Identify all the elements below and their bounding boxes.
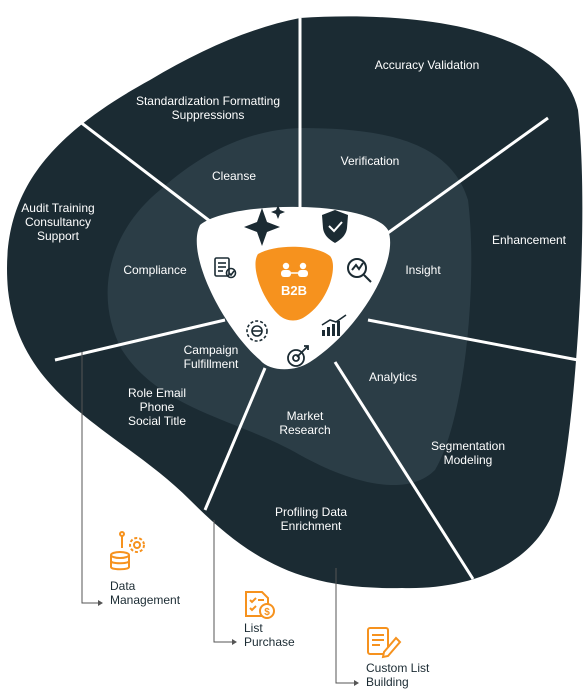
label-line: Modeling [444, 453, 493, 467]
label-line: Campaign [184, 343, 239, 357]
target-arrow-icon [287, 345, 309, 367]
inner-label-verification: Verification [341, 154, 400, 168]
label-line: Purchase [244, 635, 295, 649]
sparkle-icon [244, 205, 285, 246]
b2b-badge [255, 246, 333, 321]
label-line: Accuracy Validation [375, 58, 480, 72]
people-network-icon [281, 262, 308, 277]
checklist-dollar-icon: $ [245, 591, 275, 619]
label-line: Custom List [366, 661, 430, 675]
inner-label-insight: Insight [405, 263, 441, 277]
label-line: Data [110, 579, 136, 593]
label-line: Social Title [128, 414, 186, 428]
label-line: Analytics [369, 370, 417, 384]
label-line: Enrichment [281, 519, 342, 533]
outer-label-accuracy: Accuracy Validation [375, 58, 480, 72]
label-line: Audit Training [21, 201, 94, 215]
label-line: Building [366, 675, 409, 689]
gears-database-icon [110, 531, 145, 571]
magnifier-chart-icon [347, 258, 372, 283]
label-line: Market [287, 409, 324, 423]
checklist-document-icon [214, 257, 237, 279]
svg-text:$: $ [264, 607, 270, 618]
label-line: Compliance [123, 263, 187, 277]
label-line: Profiling Data [275, 505, 347, 519]
label-line: Support [37, 229, 80, 243]
inner-label-analytics: Analytics [369, 370, 417, 384]
inner-label-compliance: Compliance [123, 263, 187, 277]
callout-connectors [81, 352, 354, 684]
label-line: Consultancy [25, 215, 91, 229]
label-line: Enhancement [492, 233, 567, 247]
bar-chart-icon [321, 314, 347, 336]
label-line: Fulfillment [184, 357, 239, 371]
inner-label-cleanse: Cleanse [212, 169, 256, 183]
label-line: Insight [405, 263, 441, 277]
shield-check-icon [322, 210, 348, 243]
settings-globe-icon [246, 320, 268, 342]
label-line: Segmentation [431, 439, 505, 453]
label-line: Management [110, 593, 181, 607]
label-line: Research [279, 423, 330, 437]
label-line: Suppressions [172, 108, 245, 122]
segment-dividers [54, 18, 579, 580]
label-line: Cleanse [212, 169, 256, 183]
document-pencil-icon [367, 627, 402, 659]
label-line: List [244, 621, 263, 635]
label-line: Verification [341, 154, 400, 168]
outer-label-enhancement: Enhancement [492, 233, 567, 247]
label-line: Standardization Formatting [136, 94, 280, 108]
label-line: Phone [140, 400, 175, 414]
label-line: Role Email [128, 386, 186, 400]
callout-arrowheads [98, 600, 359, 686]
b2b-label: B2B [281, 283, 307, 298]
